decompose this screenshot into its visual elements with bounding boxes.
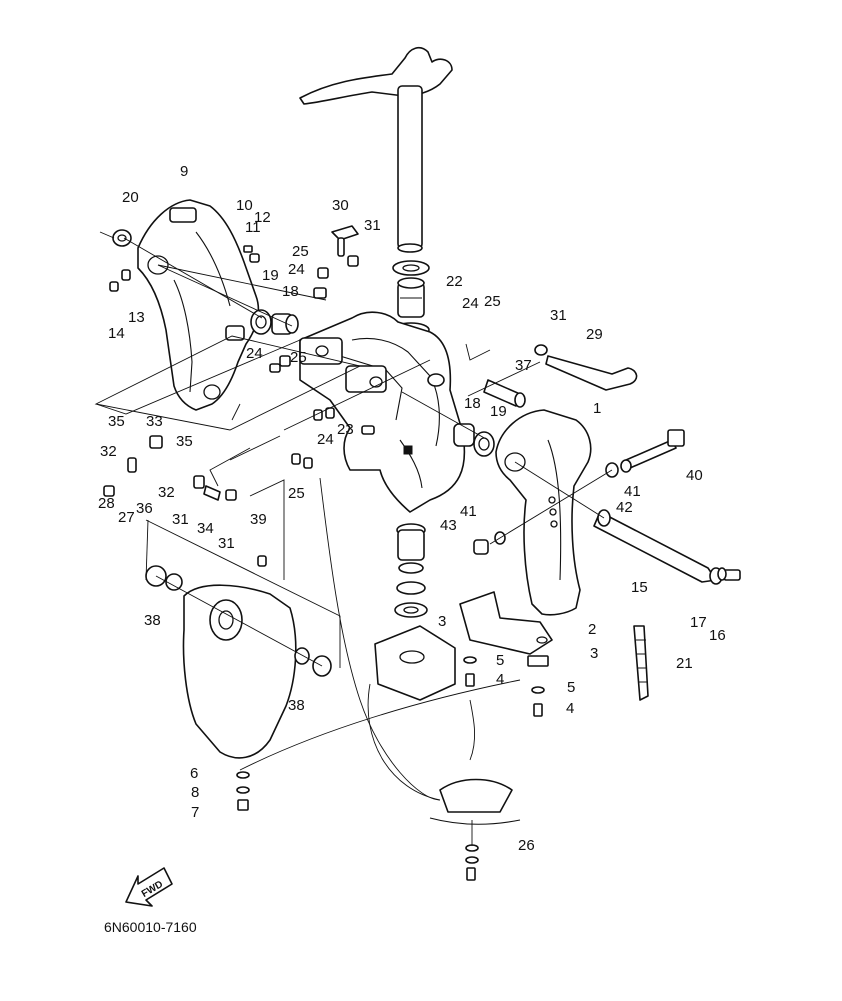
callout-25: 25 xyxy=(484,293,501,310)
callout-3: 3 xyxy=(438,613,446,630)
callout-5: 5 xyxy=(567,679,575,696)
callout-19: 19 xyxy=(262,267,279,284)
callout-labels: 1233445567891011121314151617181819192021… xyxy=(98,163,726,854)
callout-31: 31 xyxy=(218,535,235,552)
callout-18: 18 xyxy=(464,395,481,412)
callout-19: 19 xyxy=(490,403,507,420)
callout-29: 29 xyxy=(586,326,603,343)
bracket-30 xyxy=(313,225,359,299)
callout-24: 24 xyxy=(462,295,479,312)
callout-31: 31 xyxy=(172,511,189,528)
callout-37: 37 xyxy=(515,357,532,374)
callout-43: 43 xyxy=(440,517,457,534)
callout-18: 18 xyxy=(282,283,299,300)
callout-38: 38 xyxy=(144,612,161,629)
callout-21: 21 xyxy=(676,655,693,672)
callout-8: 8 xyxy=(191,784,199,801)
callout-13: 13 xyxy=(128,309,145,326)
callout-1: 1 xyxy=(593,400,601,417)
steering-bracket-top xyxy=(299,46,453,253)
callout-36: 36 xyxy=(136,500,153,517)
through-shaft-15 xyxy=(593,509,741,585)
callout-39: 39 xyxy=(250,511,267,528)
callout-4: 4 xyxy=(566,700,574,717)
callout-17: 17 xyxy=(690,614,707,631)
lower-mount-38 xyxy=(145,565,332,759)
callout-2: 2 xyxy=(588,621,596,638)
callout-11: 11 xyxy=(245,219,261,236)
callout-4: 4 xyxy=(496,671,504,688)
callout-30: 30 xyxy=(332,197,349,214)
fwd-arrow-icon: FWD xyxy=(125,867,173,907)
callout-25: 25 xyxy=(292,243,309,260)
callout-31: 31 xyxy=(364,217,381,234)
callout-41: 41 xyxy=(460,503,477,520)
bolt-40 xyxy=(473,429,685,555)
callout-15: 15 xyxy=(631,579,648,596)
callout-9: 9 xyxy=(180,163,188,180)
callout-6: 6 xyxy=(190,765,198,782)
callout-25: 25 xyxy=(290,349,307,366)
callout-42: 42 xyxy=(616,499,633,516)
callout-5: 5 xyxy=(496,652,504,669)
callout-22: 22 xyxy=(446,273,463,290)
anode-21 xyxy=(633,625,649,701)
callout-26: 26 xyxy=(518,837,535,854)
callout-38: 38 xyxy=(288,697,305,714)
clamp-bracket-left xyxy=(137,199,260,411)
callout-33: 33 xyxy=(146,413,163,430)
tilt-pin-29 xyxy=(534,344,638,391)
callout-7: 7 xyxy=(191,804,199,821)
callout-20: 20 xyxy=(122,189,139,206)
callout-23: 23 xyxy=(337,421,354,438)
callout-35: 35 xyxy=(176,433,193,450)
lower-washer-stack xyxy=(374,523,456,701)
callout-10: 10 xyxy=(236,197,253,214)
callout-28: 28 xyxy=(98,495,115,512)
callout-27: 27 xyxy=(118,509,135,526)
clamp-bracket-right xyxy=(495,409,592,616)
callout-14: 14 xyxy=(108,325,125,342)
callout-32: 32 xyxy=(158,484,175,501)
callout-35: 35 xyxy=(108,413,125,430)
callout-32: 32 xyxy=(100,443,117,460)
callout-16: 16 xyxy=(709,627,726,644)
callout-24: 24 xyxy=(246,345,263,362)
callout-40: 40 xyxy=(686,467,703,484)
lower-plate xyxy=(429,778,521,825)
plate-2 xyxy=(459,591,553,667)
studs-left xyxy=(103,407,375,567)
diagram-code: 6N60010-7160 xyxy=(104,919,197,935)
callout-24: 24 xyxy=(288,261,305,278)
callout-3: 3 xyxy=(590,645,598,662)
leader-lines xyxy=(94,231,613,846)
callout-41: 41 xyxy=(624,483,641,500)
callout-24: 24 xyxy=(317,431,334,448)
callout-25: 25 xyxy=(288,485,305,502)
callout-34: 34 xyxy=(197,520,214,537)
left-bracket-hardware xyxy=(109,229,299,373)
swivel-bracket xyxy=(299,311,466,513)
callout-31: 31 xyxy=(550,307,567,324)
callout-12: 12 xyxy=(254,209,271,226)
